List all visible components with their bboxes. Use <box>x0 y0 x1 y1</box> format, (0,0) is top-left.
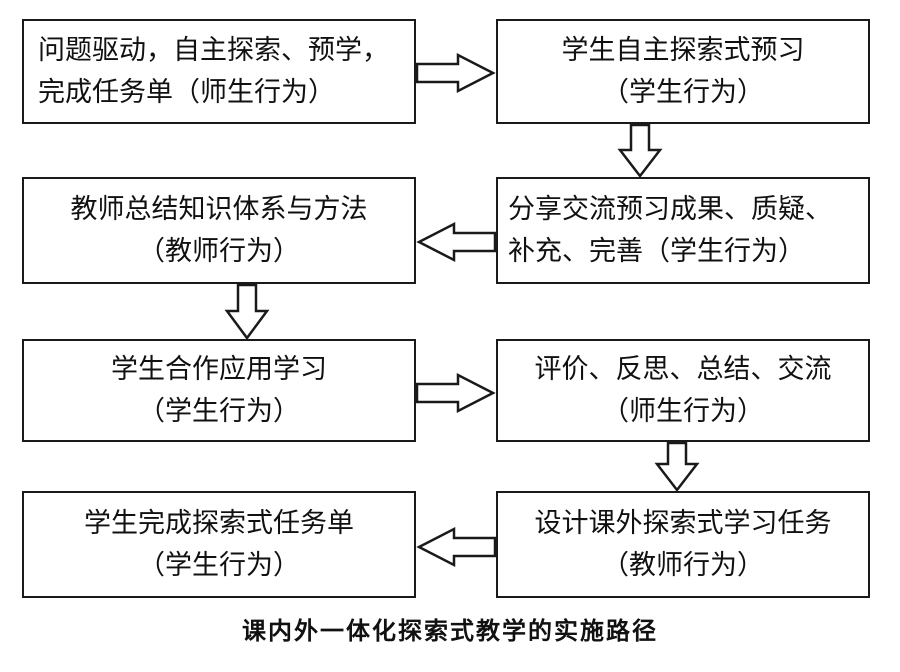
step-box-design-outside-task: 设计课外探索式学习任务 （教师行为） <box>496 491 870 598</box>
step-text-line2: （学生行为） <box>138 395 300 427</box>
step-box-share-exchange: 分享交流预习成果、质疑、 补充、完善（学生行为） <box>496 177 870 284</box>
step-box-complete-task-sheet: 学生完成探索式任务单 （学生行为） <box>22 491 416 598</box>
step-text-line1: 学生完成探索式任务单 <box>84 507 354 539</box>
step-text-line2: （教师行为） <box>602 549 764 581</box>
step-text-line1: 问题驱动，自主探索、预学， <box>38 34 389 66</box>
step-box-inquiry-prestudy: 问题驱动，自主探索、预学， 完成任务单（师生行为） <box>22 19 416 124</box>
arrow-right-1-to-2 <box>415 52 496 94</box>
step-box-evaluate-reflect: 评价、反思、总结、交流 （师生行为） <box>496 339 870 442</box>
step-box-cooperative-learning: 学生合作应用学习 （学生行为） <box>22 339 416 442</box>
step-text-line1: 分享交流预习成果、质疑、 <box>508 193 832 225</box>
arrow-down-4-to-5 <box>224 283 270 341</box>
step-text-line1: 学生合作应用学习 <box>111 353 327 385</box>
step-text-line2: 完成任务单（师生行为） <box>38 76 335 108</box>
step-text-line1: 教师总结知识体系与方法 <box>70 193 368 225</box>
step-text-line1: 学生自主探索式预习 <box>561 34 805 66</box>
step-box-student-preview: 学生自主探索式预习 （学生行为） <box>496 19 870 124</box>
step-text-line2: 补充、完善（学生行为） <box>508 235 805 267</box>
step-box-teacher-summary: 教师总结知识体系与方法 （教师行为） <box>22 177 416 284</box>
step-text-line1: 评价、反思、总结、交流 <box>534 353 832 385</box>
arrow-right-5-to-6 <box>415 372 496 414</box>
step-text-line1: 设计课外探索式学习任务 <box>534 507 832 539</box>
step-text-line2: （学生行为） <box>602 76 764 108</box>
arrow-left-3-to-4 <box>416 221 497 263</box>
arrow-left-7-to-8 <box>416 526 497 568</box>
arrow-down-2-to-3 <box>617 123 663 179</box>
step-text-line2: （师生行为） <box>602 395 764 427</box>
step-text-line2: （教师行为） <box>138 235 300 267</box>
step-text-line2: （学生行为） <box>138 549 300 581</box>
diagram-caption: 课内外一体化探索式教学的实施路径 <box>242 617 658 645</box>
arrow-down-6-to-7 <box>654 441 700 493</box>
